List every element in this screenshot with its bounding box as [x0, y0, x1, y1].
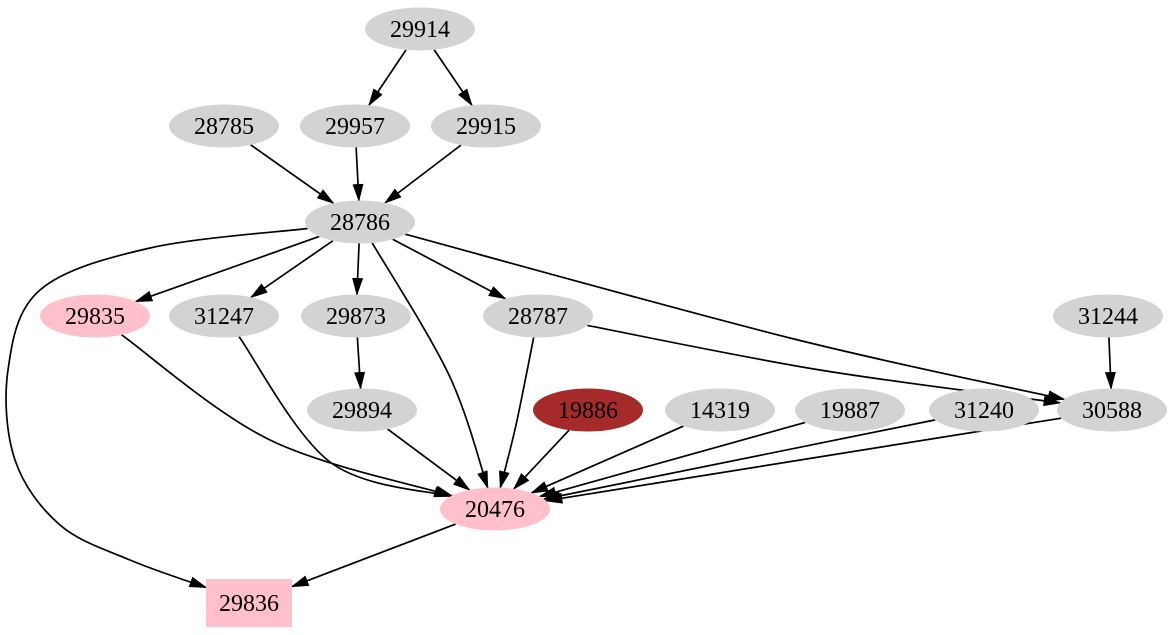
node-28785: 28785 [169, 104, 279, 148]
node-label-28785: 28785 [194, 114, 254, 140]
edge-28786-28787 [392, 238, 507, 300]
edge-29915-28786 [383, 144, 462, 204]
edge-28785-28786 [250, 144, 335, 205]
node-label-28787: 28787 [508, 304, 568, 330]
node-shape-ellipse [533, 388, 643, 432]
edge-29835-20476 [121, 334, 454, 497]
node-shape-ellipse [440, 487, 550, 531]
node-label-31247: 31247 [194, 304, 254, 330]
node-label-14319: 14319 [690, 398, 750, 424]
node-31244: 31244 [1053, 294, 1163, 338]
edges-layer [5, 49, 1116, 589]
node-shape-ellipse [483, 294, 593, 338]
node-31247: 31247 [169, 294, 279, 338]
edge-28786-29873 [352, 243, 364, 297]
node-29915: 29915 [431, 104, 541, 148]
edge-29914-29957 [368, 49, 407, 107]
edge-28786-29836 [5, 227, 308, 589]
edge-29873-29894 [354, 337, 366, 391]
node-label-29914: 29914 [390, 17, 450, 43]
node-label-29835: 29835 [65, 304, 125, 330]
edge-28786-29835 [134, 235, 320, 303]
edge-31244-30588 [1104, 337, 1116, 391]
node-label-19886: 19886 [558, 398, 618, 424]
node-shape-ellipse [307, 388, 417, 432]
edge-29914-29915 [433, 49, 473, 107]
node-shape-ellipse [305, 200, 415, 244]
node-label-31240: 31240 [954, 398, 1014, 424]
node-shape-ellipse [431, 104, 541, 148]
edge-29957-28786 [352, 147, 364, 203]
node-shape-ellipse [1053, 294, 1163, 338]
edge-28787-20476 [499, 337, 535, 490]
node-shape-ellipse [1057, 388, 1167, 432]
node-label-29957: 29957 [325, 114, 385, 140]
node-shape-ellipse [169, 294, 279, 338]
edge-31240-20476 [542, 419, 936, 502]
edge-28786-30588 [405, 233, 1066, 402]
node-shape-ellipse [301, 294, 411, 338]
node-29836: 29836 [206, 579, 292, 627]
node-shape-ellipse [300, 104, 410, 148]
edge-19886-20476 [512, 429, 570, 490]
edge-30588-20476 [544, 417, 1062, 504]
nodes-layer: 29914 28785 29957 29915 28786 29835 31247 29873… [40, 7, 1167, 627]
node-shape-ellipse [169, 104, 279, 148]
node-shape-rect [206, 579, 292, 627]
edge-28786-31247 [249, 240, 334, 299]
node-label-29873: 29873 [326, 304, 386, 330]
node-28787: 28787 [483, 294, 593, 338]
node-19887: 19887 [795, 388, 905, 432]
node-label-28786: 28786 [330, 210, 390, 236]
edge-29894-20476 [387, 428, 471, 491]
node-shape-ellipse [929, 388, 1039, 432]
node-29873: 29873 [301, 294, 411, 338]
edge-19887-20476 [538, 421, 806, 498]
node-label-20476: 20476 [465, 497, 525, 523]
edge-31247-20476 [238, 336, 452, 498]
node-29914: 29914 [365, 7, 475, 51]
edge-14319-20476 [530, 425, 684, 494]
node-label-29894: 29894 [332, 398, 392, 424]
edge-28786-20476 [371, 242, 489, 490]
node-30588: 30588 [1057, 388, 1167, 432]
node-shape-ellipse [795, 388, 905, 432]
node-19886: 19886 [533, 388, 643, 432]
node-label-31244: 31244 [1078, 304, 1138, 330]
node-28786: 28786 [305, 200, 415, 244]
node-29957: 29957 [300, 104, 410, 148]
node-shape-ellipse [40, 294, 150, 338]
node-shape-ellipse [365, 7, 475, 51]
node-29835: 29835 [40, 294, 150, 338]
node-31240: 31240 [929, 388, 1039, 432]
node-label-30588: 30588 [1082, 398, 1142, 424]
node-label-29915: 29915 [456, 114, 516, 140]
node-label-19887: 19887 [820, 398, 880, 424]
node-20476: 20476 [440, 487, 550, 531]
edge-20476-29836 [290, 523, 456, 588]
node-shape-ellipse [665, 388, 775, 432]
node-14319: 14319 [665, 388, 775, 432]
node-label-29836: 29836 [219, 591, 279, 617]
node-29894: 29894 [307, 388, 417, 432]
